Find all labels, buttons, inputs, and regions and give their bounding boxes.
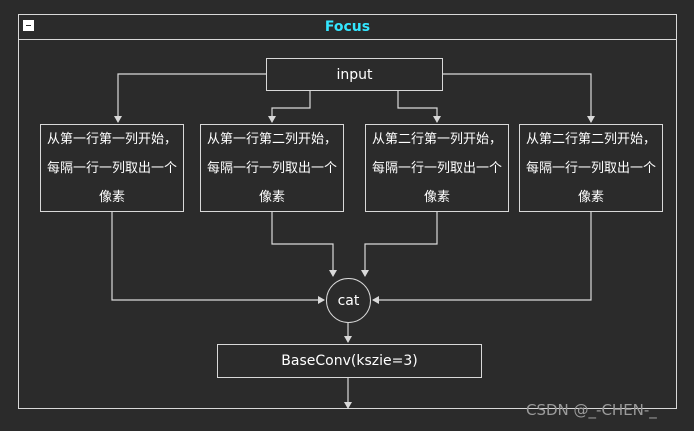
slice-node-2: 从第一行第二列开始，每隔一行一列取出一个像素 — [200, 124, 344, 212]
edge-slice1-cat — [111, 212, 325, 304]
slice-node-1: 从第一行第一列开始，每隔一行一列取出一个像素 — [40, 124, 184, 212]
cat-node: cat — [326, 278, 371, 323]
watermark: CSDN @_-CHEN-_ — [526, 401, 657, 419]
edge-input-slice3 — [397, 91, 441, 123]
container-title: Focus — [324, 19, 371, 35]
edge-slice3-cat — [361, 212, 438, 277]
slice-node-3: 从第二行第一列开始，每隔一行一列取出一个像素 — [365, 124, 509, 212]
edge-input-slice4 — [443, 73, 595, 123]
edge-input-slice1 — [114, 73, 266, 123]
edge-slice4-cat — [372, 212, 592, 304]
collapse-icon[interactable] — [23, 20, 34, 31]
baseconv-node: BaseConv(kszie=3) — [217, 344, 482, 378]
edge-input-slice2 — [268, 91, 311, 123]
edge-slice2-cat — [271, 212, 337, 277]
container-header: Focus — [19, 15, 676, 40]
input-node: input — [266, 58, 443, 91]
slice-node-4: 从第二行第二列开始，每隔一行一列取出一个像素 — [519, 124, 663, 212]
